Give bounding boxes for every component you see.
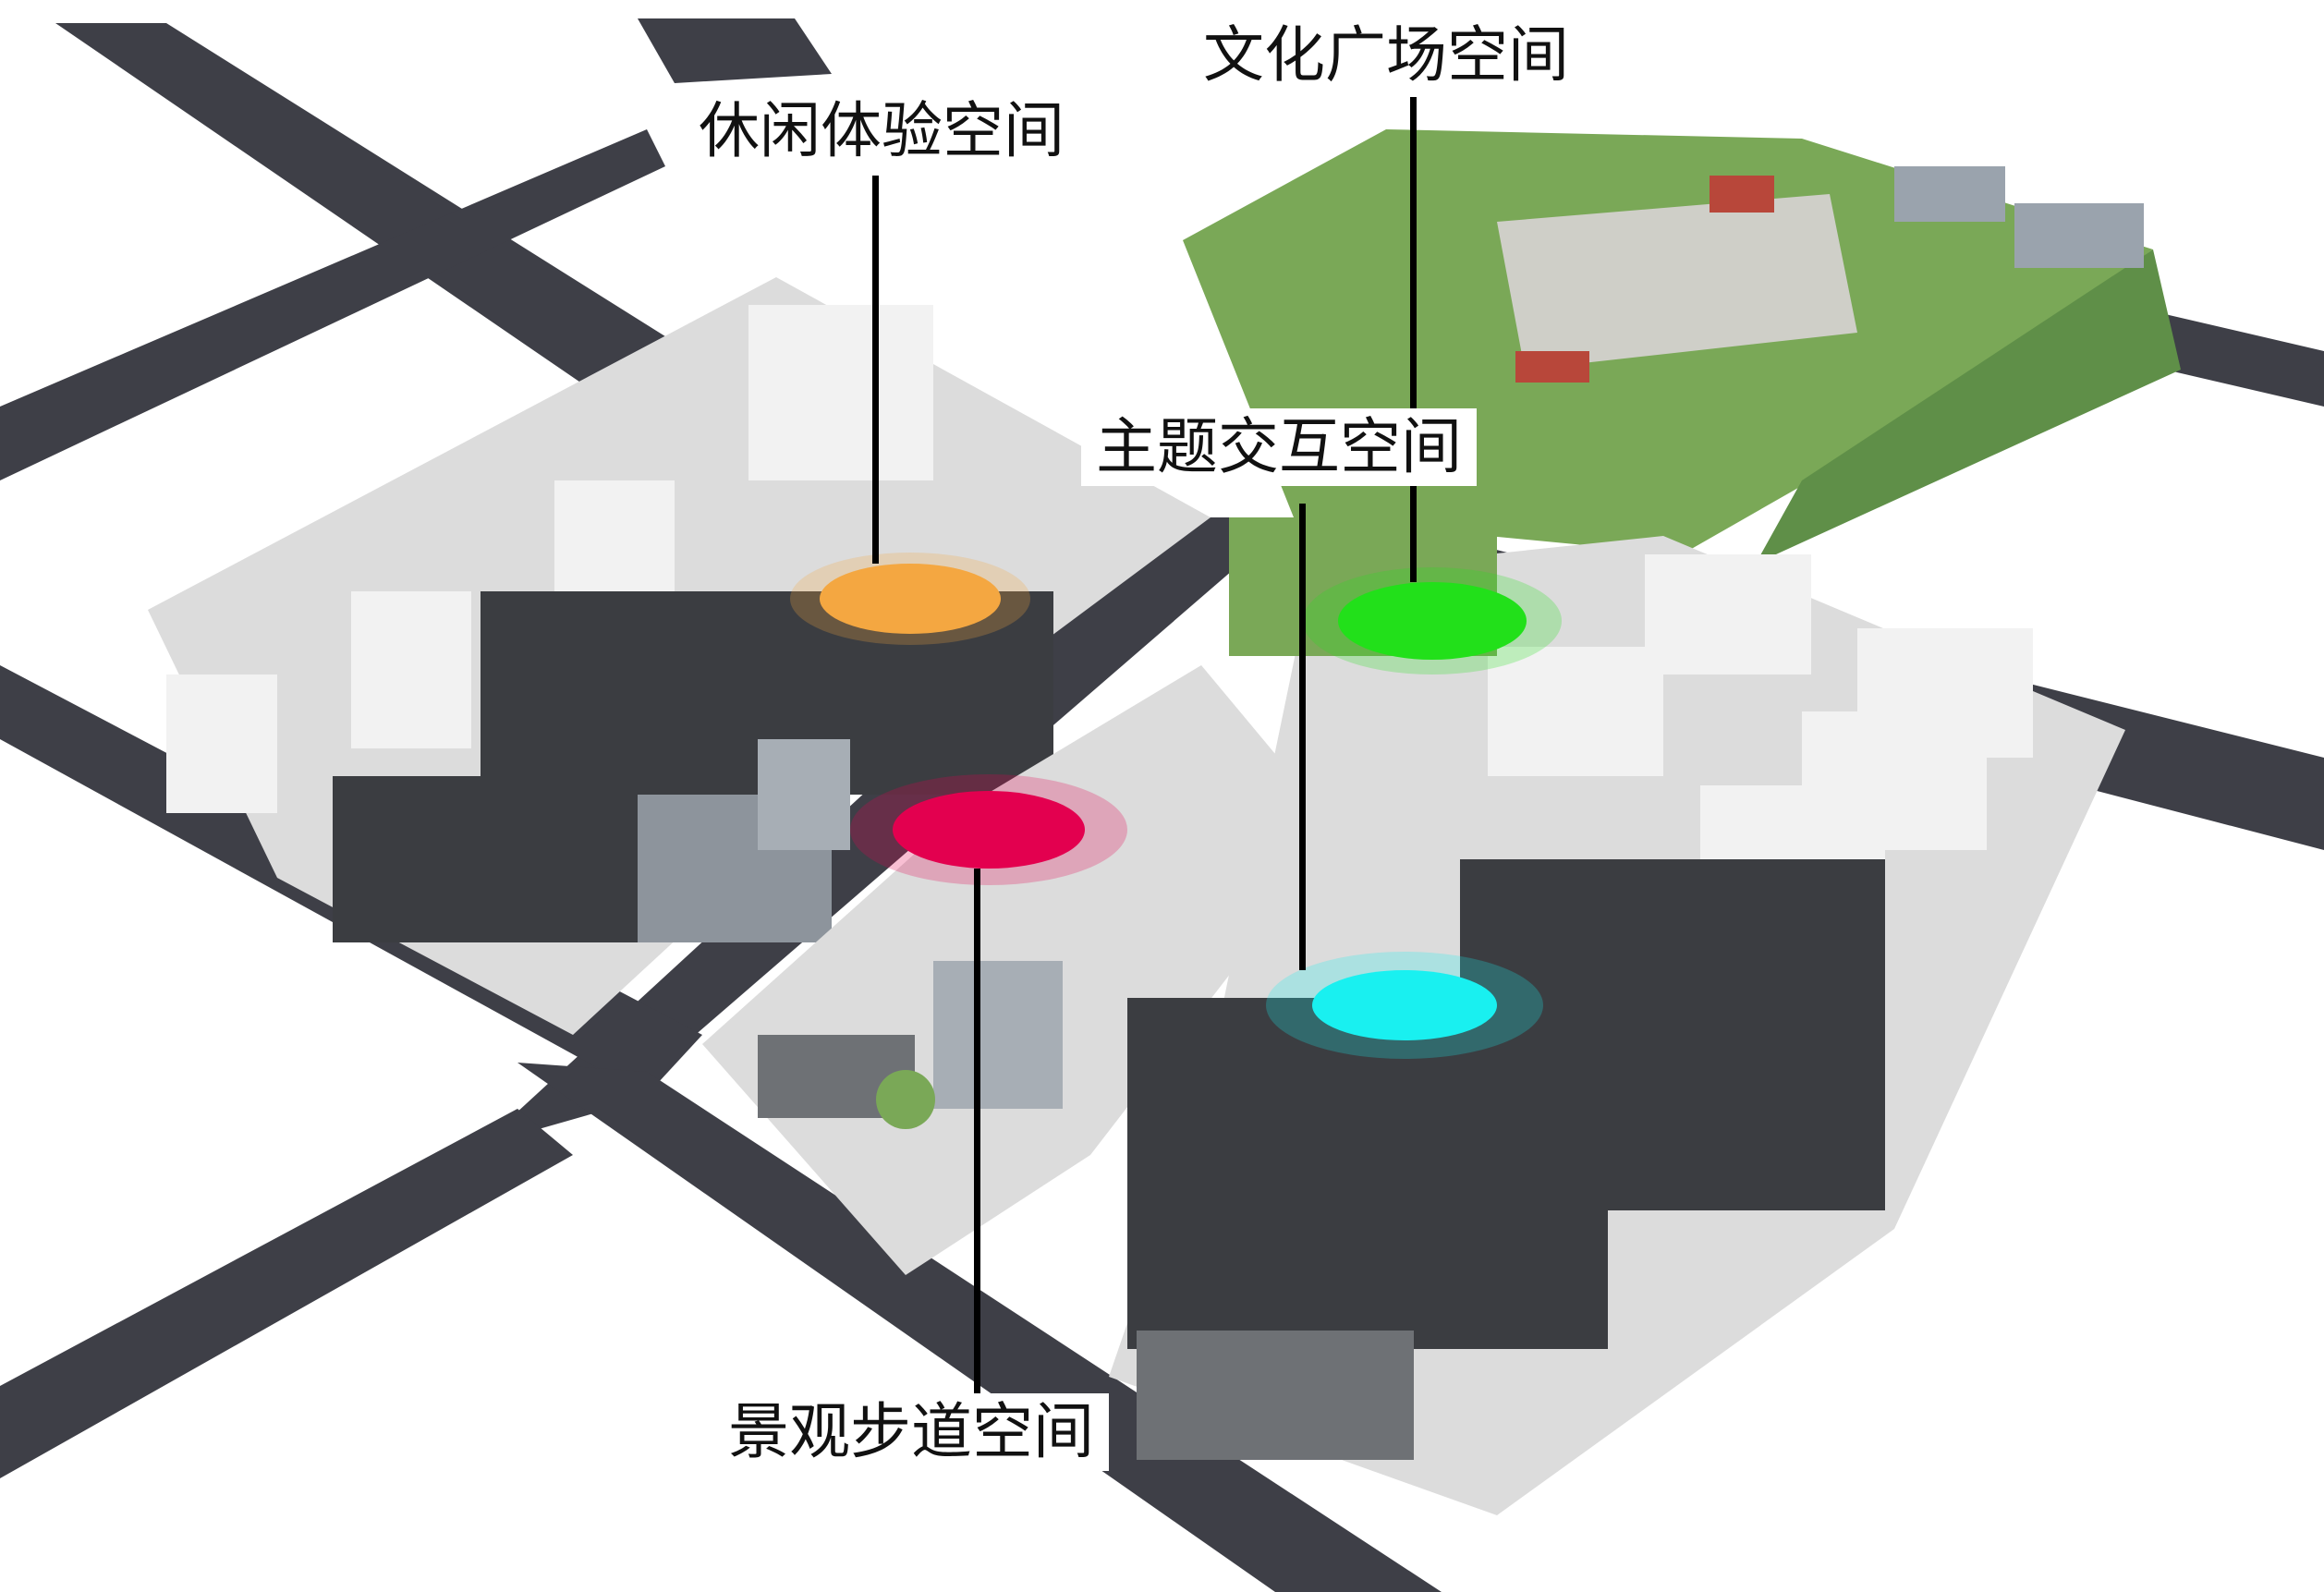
temple-hall [1515, 351, 1589, 383]
building-tall [166, 674, 277, 813]
temple-hall [1710, 176, 1774, 213]
hill-building [2014, 203, 2144, 268]
space-markers [790, 553, 1562, 1059]
landscape-walkway-marker [893, 791, 1085, 869]
temple-courtyard [1497, 194, 1857, 370]
road-upper-east [2125, 305, 2324, 407]
theme-interaction-label: 主题交互空间 [1081, 408, 1477, 486]
building-white [1645, 554, 1811, 674]
residential-roofs [1460, 859, 1885, 1210]
culture-plaza-label: 文化广场空间 [1188, 17, 1584, 94]
leisure-marker [820, 564, 1001, 634]
building-white [1488, 647, 1663, 776]
leisure-label: 休闲体验空间 [684, 92, 1079, 170]
hill-culture-area [1183, 129, 2181, 564]
landmark-building [1137, 1331, 1414, 1460]
roundabout-green [876, 1070, 935, 1129]
landscape-walkway-label: 景观步道空间 [713, 1393, 1109, 1471]
site-block-central [702, 665, 1340, 1275]
road-central-avenue [481, 517, 1294, 1146]
building-tall [748, 305, 933, 480]
apartment-block [933, 961, 1063, 1109]
culture-plaza-leader [1410, 97, 1417, 582]
landscape-walkway-leader [974, 869, 980, 1395]
theme-interaction-marker [1312, 970, 1497, 1040]
site-block-east [1109, 517, 2125, 1515]
leisure-leader [872, 176, 879, 564]
road-top-spur [638, 18, 832, 83]
road-southwest [0, 1109, 573, 1478]
theme-interaction-leader [1299, 504, 1306, 970]
hill-building [1894, 166, 2005, 222]
residential-roofs [333, 776, 684, 942]
road-upper-cross [0, 129, 665, 480]
hill-slope [1756, 249, 2181, 564]
apartment-block [758, 739, 850, 850]
culture-plaza-marker [1338, 582, 1527, 660]
building-tall [351, 591, 471, 748]
